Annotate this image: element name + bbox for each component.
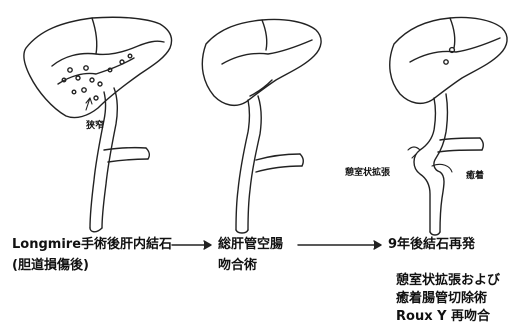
liver-panel-3 [390, 17, 507, 235]
label-adhesion: 癒着 [466, 168, 484, 181]
arrow-1-to-2 [172, 241, 211, 249]
label-stenosis: 狭窄 [86, 118, 104, 131]
label-diverticular-dilation: 憩室状拡張 [345, 165, 390, 178]
caption-step1-line2: (胆道損傷後) [12, 257, 89, 275]
caption-step2-line2: 吻合術 [218, 257, 257, 275]
arrow-2-to-3 [298, 241, 381, 249]
caption-step3-block: 憩室状拡張および 癒着腸管切除術 Roux Y 再吻合 [396, 272, 500, 326]
liver-panel-2 [202, 19, 321, 233]
caption-step3-line1: 9年後結石再発 [388, 236, 475, 254]
caption-step2-line1: 総肝管空腸 [218, 236, 283, 254]
caption-step1-line1: Longmire手術後肝内結石 [12, 236, 172, 254]
